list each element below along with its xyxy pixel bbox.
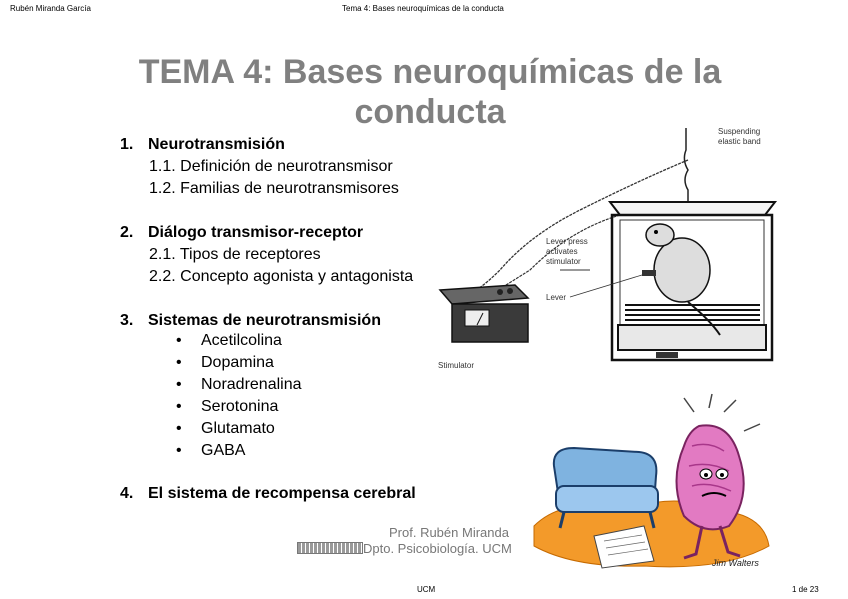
credit-author: Prof. Rubén Miranda <box>389 525 509 540</box>
bullet-icon: • <box>176 420 182 437</box>
section-3-heading: 3. Sistemas de neurotransmisión <box>120 312 381 330</box>
bullet-label: Serotonina <box>201 398 279 415</box>
slide-title: TEMA 4: Bases neuroquímicas de la conduc… <box>138 53 722 131</box>
header-topic: Tema 4: Bases neuroquímicas de la conduc… <box>342 4 504 13</box>
bullet-item: • GABA <box>176 442 245 460</box>
subitem-2-2: 2.2. Concepto agonista y antagonista <box>149 268 414 285</box>
label-stimulator: Stimulator <box>438 361 474 370</box>
section-1-number: 1. <box>120 136 134 153</box>
label-lever: Lever <box>546 293 566 302</box>
section-4-heading: 4. El sistema de recompensa cerebral <box>120 485 416 503</box>
bullet-label: Dopamina <box>201 354 274 371</box>
bullet-label: Noradrenalina <box>201 376 302 393</box>
bullet-item: • Serotonina <box>176 398 278 416</box>
bullet-icon: • <box>176 332 182 349</box>
credit-department: Dpto. Psicobiología. UCM <box>363 541 512 556</box>
section-1-heading: 1. Neurotransmisión <box>120 136 285 154</box>
section-3-label: Sistemas de neurotransmisión <box>148 312 381 329</box>
self-stimulation-illustration: Suspending elastic band Lever press acti… <box>438 127 778 370</box>
redaction-block <box>297 542 363 554</box>
bullet-item: • Glutamato <box>176 420 275 438</box>
section-4-number: 4. <box>120 485 134 502</box>
bullet-icon: • <box>176 398 182 415</box>
section-1-label: Neurotransmisión <box>148 136 285 153</box>
section-2-label: Diálogo transmisor-receptor <box>148 224 364 241</box>
section-4-label: El sistema de recompensa cerebral <box>148 485 416 502</box>
bullet-item: • Acetilcolina <box>176 332 282 350</box>
cartoon-illustration: Jim Walters <box>533 393 770 569</box>
bullet-icon: • <box>176 442 182 459</box>
header-author: Rubén Miranda García <box>10 4 91 13</box>
label-elastic-band: elastic band <box>718 137 761 146</box>
footer-institution: UCM <box>417 585 436 594</box>
bullet-icon: • <box>176 376 182 393</box>
label-lever-press: Lever press <box>546 237 588 246</box>
section-2-number: 2. <box>120 224 134 241</box>
label-suspending: Suspending <box>718 127 760 136</box>
bullet-icon: • <box>176 354 182 371</box>
footer-page-number: 1 de 23 <box>792 585 819 594</box>
bullet-label: GABA <box>201 442 246 459</box>
bullet-label: Acetilcolina <box>201 332 282 349</box>
cartoon-signature: Jim Walters <box>711 558 759 568</box>
bullet-item: • Dopamina <box>176 354 274 372</box>
subitem-1-2: 1.2. Familias de neurotransmisores <box>149 180 399 197</box>
subitem-1-1: 1.1. Definición de neurotransmisor <box>149 158 393 175</box>
bullet-label: Glutamato <box>201 420 275 437</box>
label-stimulator-note: stimulator <box>546 257 581 266</box>
credit-department-line: Dpto. Psicobiología. UCM <box>297 541 512 556</box>
bullet-item: • Noradrenalina <box>176 376 302 394</box>
label-activates: activates <box>546 247 578 256</box>
section-3-number: 3. <box>120 312 134 329</box>
section-2-heading: 2. Diálogo transmisor-receptor <box>120 224 363 242</box>
subitem-2-1: 2.1. Tipos de receptores <box>149 246 321 263</box>
